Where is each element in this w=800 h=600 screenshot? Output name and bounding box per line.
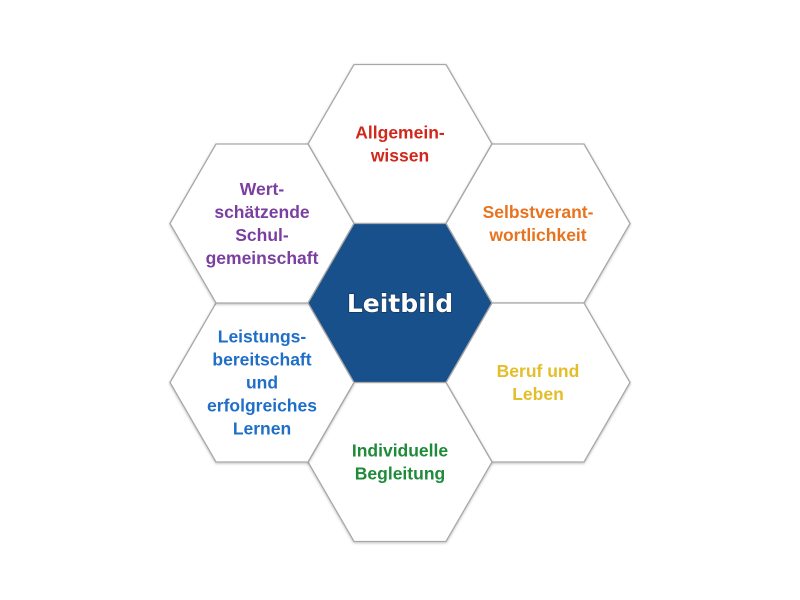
- hexagon-label-line: und: [246, 373, 278, 393]
- hexagon-lower-left: Leistungs-bereitschaft und erfolgreichesLe…: [169, 302, 355, 463]
- hexagon-label-line: Lernen: [233, 419, 291, 439]
- hexagon-label-line: Leistungs-: [218, 327, 307, 347]
- hexagon-upper-right: Selbstverant-wortlichkeit: [445, 143, 631, 304]
- hexagon-label-line: Beruf und: [497, 361, 580, 381]
- hexagon-label-line: Wert-: [240, 179, 285, 199]
- center-label: Leitbild: [347, 289, 453, 318]
- hexagon-label-line: Allgemein-: [355, 123, 445, 143]
- hexagon-label-line: Selbstverant-: [483, 202, 594, 222]
- hexagon-label-line: schätzende: [214, 202, 310, 222]
- hexagon-label-line: wortlichkeit: [488, 225, 586, 245]
- hexagon-label-line: Begleitung: [355, 464, 445, 484]
- hexagon-label-line: Individuelle: [352, 441, 449, 461]
- hexagon-label-line: gemeinschaft: [206, 248, 319, 268]
- center-hexagon-shape: [307, 222, 493, 384]
- hexagon-label-line: wissen: [370, 146, 429, 166]
- hexagon-top: Allgemein-wissen: [307, 63, 493, 225]
- center-hexagon: Leitbild: [307, 222, 493, 384]
- hexagon-label-line: bereitschaft: [212, 350, 311, 370]
- hexagon-label-line: Schul-: [235, 225, 289, 245]
- hexagon-label-line: erfolgreiches: [207, 396, 317, 416]
- hexagon-label-line: Leben: [512, 384, 564, 404]
